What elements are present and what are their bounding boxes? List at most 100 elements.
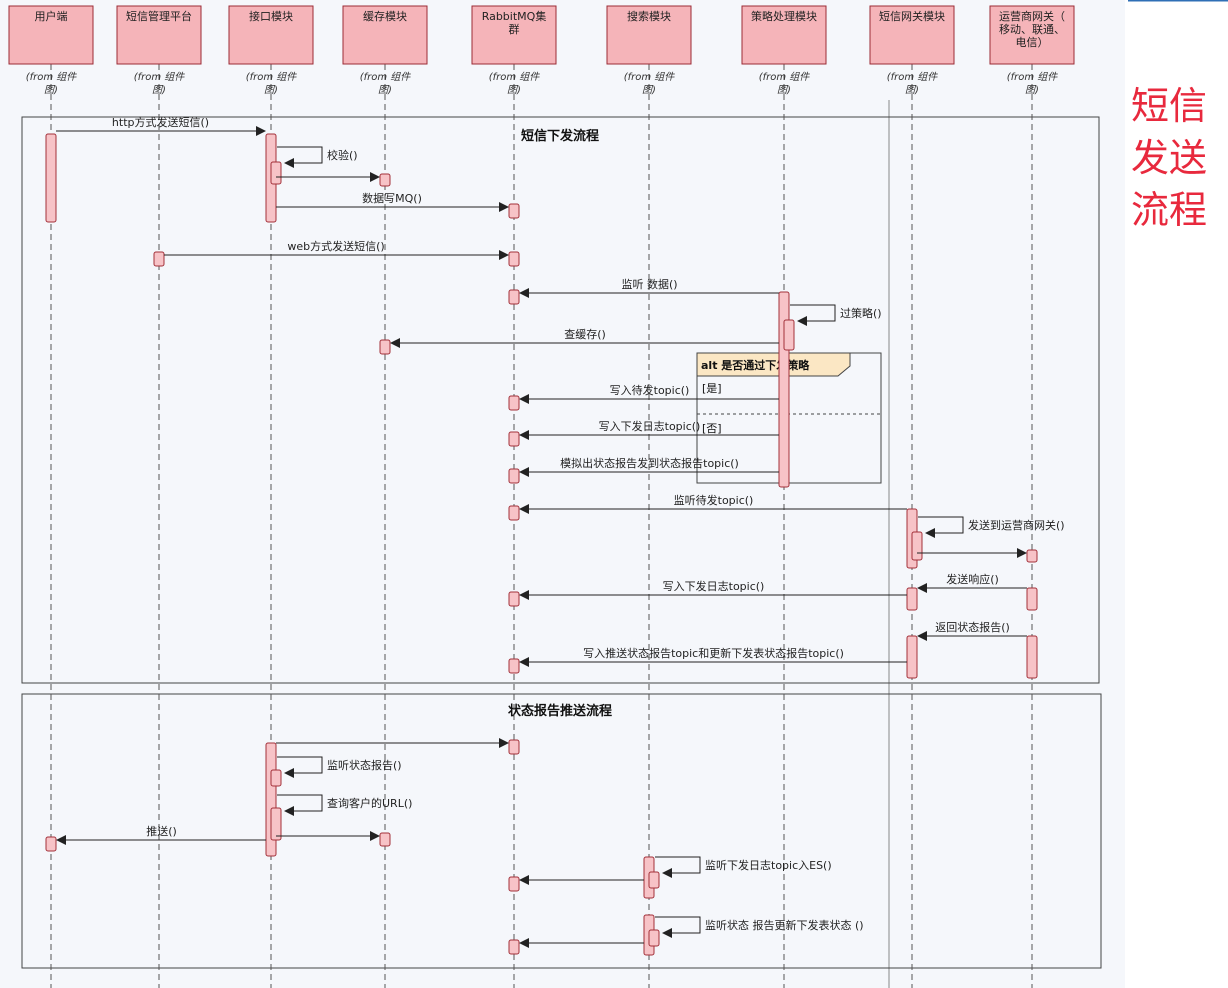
- participant-name-search: 搜索模块: [627, 9, 671, 23]
- message-label-m11: 模拟出状态报告发到状态报告topic(): [560, 456, 739, 470]
- participant-from-gateway: 图): [905, 85, 919, 96]
- activation-search-34: [648, 929, 660, 947]
- participant-from-user: 图): [44, 85, 58, 96]
- message-label-m5: web方式发送短信(): [287, 239, 384, 253]
- frame-report-flow-title: 状态报告推送流程: [508, 703, 612, 719]
- frame-report-flow: [21, 693, 1102, 969]
- activation-cache-3: [379, 173, 391, 187]
- participant-box-carrier: [989, 5, 1075, 65]
- message-m24: 监听下发日志topic入ES(): [655, 856, 832, 878]
- activation-gateway-16: [911, 531, 923, 561]
- participant-from-strategy: (from 组件: [759, 71, 811, 83]
- participant-name-gateway: 短信网关模块: [879, 9, 945, 23]
- participant-from-strategy: 图): [777, 85, 791, 96]
- frame-send-flow-title: 短信下发流程: [521, 128, 599, 144]
- activations: [45, 133, 1038, 956]
- participant-from-cache: (from 组件: [360, 71, 412, 83]
- activation-user-28: [45, 836, 57, 852]
- participant-box-cache: [342, 5, 428, 65]
- participant-name-carrier: 电信）: [1016, 36, 1049, 49]
- message-label-m22: 推送(): [146, 824, 177, 838]
- activation-gateway-22: [906, 635, 918, 679]
- message-m22: 推送(): [56, 824, 266, 845]
- activation-mq-25: [508, 739, 520, 755]
- activation-cache-10: [379, 339, 391, 355]
- message-m10: 写入下发日志topic(): [519, 419, 779, 440]
- self-arrow-m7: [790, 304, 836, 326]
- message-m18: 写入推送状态报告topic和更新下发表状态报告topic(): [519, 646, 907, 667]
- message-m1: http方式发送短信(): [56, 115, 266, 136]
- self-arrow-m20: [277, 756, 323, 778]
- participant-name-api: 接口模块: [249, 10, 293, 23]
- activation-mq-13: [508, 468, 520, 484]
- message-label-m17: 返回状态报告(): [935, 620, 1010, 634]
- participant-from-sms_mgr: 图): [152, 85, 166, 96]
- message-m13: 发送到运营商网关(): [918, 516, 1065, 538]
- activation-mq-23: [508, 658, 520, 674]
- participant-box-sms_mgr: [116, 5, 202, 65]
- participant-box-search: [606, 5, 692, 65]
- side-title: 短信 发送 流程: [1131, 80, 1221, 236]
- participant-from-carrier: 图): [1025, 85, 1039, 96]
- participant-name-carrier: 运营商网关（: [999, 9, 1065, 23]
- alt-guard-yes: [是]: [702, 382, 722, 395]
- alt-tag-shape: [696, 352, 851, 377]
- message-m15: 发送响应(): [917, 572, 1027, 593]
- participant-from-gateway: (from 组件: [887, 71, 939, 83]
- participant-cache: 缓存模块(from 组件图): [342, 5, 428, 988]
- message-m12: 监听待发topic(): [519, 493, 907, 514]
- message-m26: 监听状态 报告更新下发表状态 (): [655, 916, 864, 938]
- message-m7: 过策略(): [790, 304, 882, 326]
- message-label-m12: 监听待发topic(): [674, 493, 754, 507]
- activation-mq-14: [508, 505, 520, 521]
- participants: 用户端(from 组件图)短信管理平台(from 组件图)接口模块(from 组…: [8, 5, 1075, 988]
- activation-search-31: [648, 871, 660, 889]
- self-arrow-m2: [277, 146, 323, 168]
- message-label-m20: 监听状态报告(): [327, 758, 402, 772]
- participant-box-mq: [471, 5, 557, 65]
- message-label-m2: 校验(): [327, 148, 358, 162]
- participant-strategy: 策略处理模块(from 组件图): [741, 5, 827, 988]
- message-label-m4: 数据写MQ(): [362, 191, 422, 205]
- message-m8: 查缓存(): [390, 327, 779, 348]
- message-m9: 写入待发topic(): [519, 383, 779, 404]
- participant-box-gateway: [869, 5, 955, 65]
- message-m21: 查询客户的URL(): [277, 794, 412, 816]
- participant-from-api: 图): [264, 85, 278, 96]
- participant-sms_mgr: 短信管理平台(from 组件图): [116, 5, 202, 988]
- message-label-m8: 查缓存(): [564, 327, 606, 341]
- frame-send-flow: [21, 116, 1100, 684]
- participant-from-api: (from 组件: [246, 71, 298, 83]
- activation-user-0: [45, 133, 57, 223]
- participant-box-strategy: [741, 5, 827, 65]
- participant-from-mq: 图): [507, 85, 521, 96]
- activation-api-26: [270, 769, 282, 787]
- message-m20: 监听状态报告(): [277, 756, 402, 778]
- self-arrow-m21: [277, 794, 323, 816]
- message-label-m9: 写入待发topic(): [610, 383, 690, 397]
- activation-mq-20: [508, 591, 520, 607]
- message-m5: web方式发送短信(): [164, 239, 509, 260]
- alt-tag-label: alt 是否通过下发策略: [701, 358, 810, 372]
- message-label-m10: 写入下发日志topic(): [599, 419, 701, 433]
- activation-cache-29: [379, 832, 391, 847]
- activation-mq-12: [508, 431, 520, 447]
- self-arrow-m13: [918, 516, 964, 538]
- activation-api-2: [270, 161, 282, 185]
- message-m11: 模拟出状态报告发到状态报告topic(): [519, 456, 779, 477]
- message-m2: 校验(): [277, 146, 358, 168]
- message-label-m16: 写入下发日志topic(): [663, 579, 765, 593]
- participant-box-api: [228, 5, 314, 65]
- message-label-m18: 写入推送状态报告topic和更新下发表状态报告topic(): [583, 646, 844, 660]
- activation-gateway-19: [906, 587, 918, 611]
- message-m6: 监听 数据(): [519, 277, 779, 298]
- activation-mq-11: [508, 395, 520, 411]
- participant-name-cache: 缓存模块: [363, 9, 407, 23]
- participant-carrier: 运营商网关（移动、联通、电信）(from 组件图): [989, 5, 1075, 988]
- message-label-m6: 监听 数据(): [621, 277, 677, 291]
- message-label-m7: 过策略(): [840, 306, 882, 320]
- alt-guard-no: [否]: [702, 422, 722, 435]
- activation-carrier-17: [1026, 549, 1038, 563]
- message-label-m1: http方式发送短信(): [112, 115, 209, 129]
